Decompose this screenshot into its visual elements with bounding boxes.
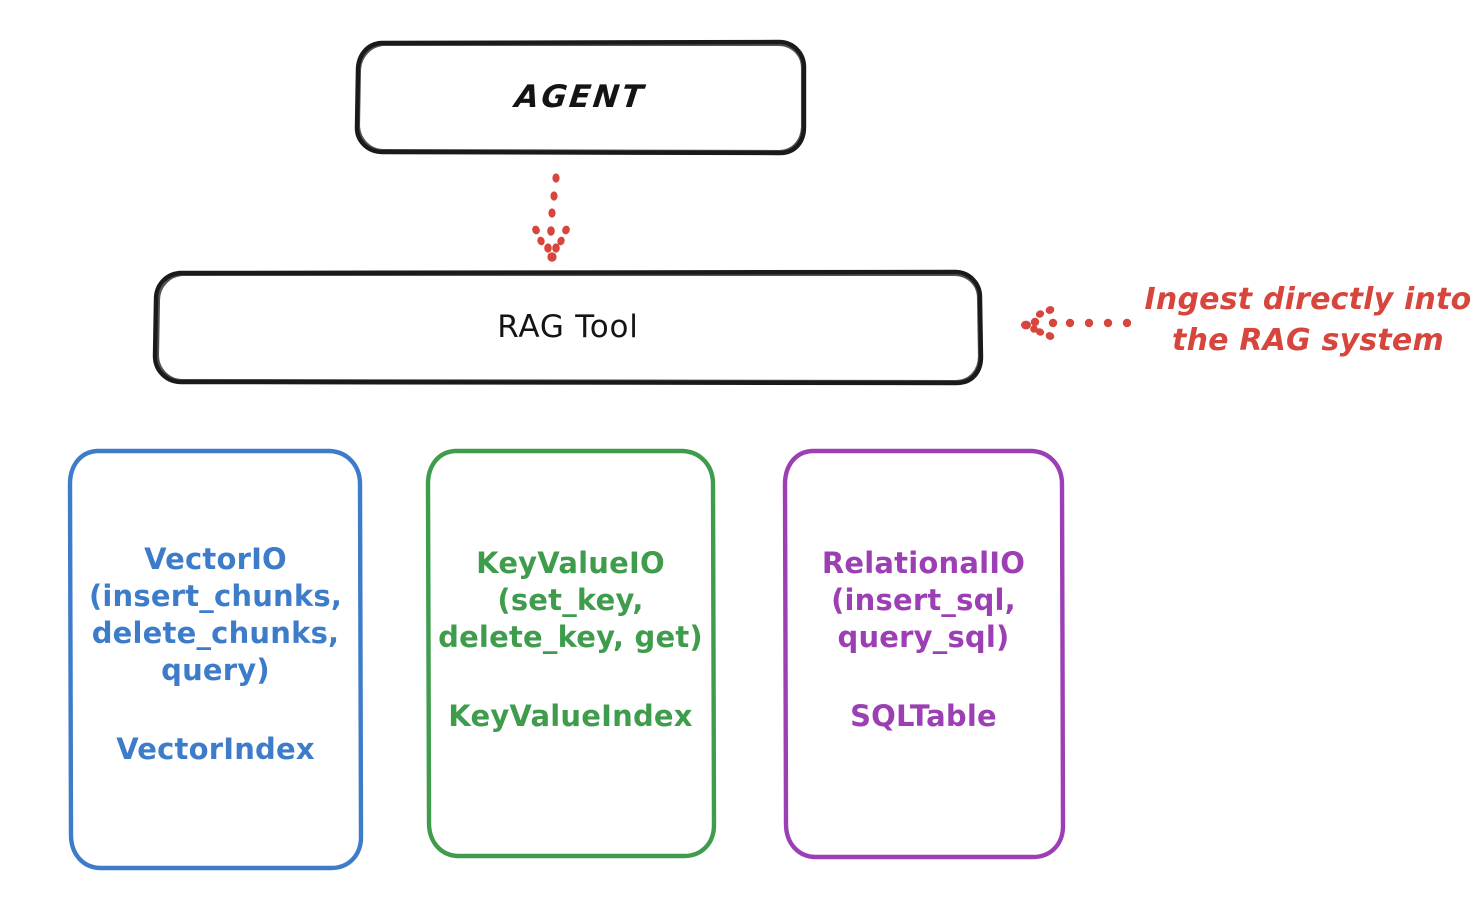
sql-table-label: SQLTable bbox=[850, 699, 997, 734]
agent-node[interactable]: AGENT bbox=[357, 41, 804, 153]
agent-label: AGENT bbox=[513, 78, 648, 115]
ingest-annotation-text: Ingest directly into the RAG system bbox=[1144, 282, 1472, 359]
relational-io-node[interactable]: RelationalIO (insert_sql, query_sql) SQL… bbox=[784, 449, 1063, 858]
rag-tool-box-outline bbox=[152, 269, 984, 386]
key-value-io-node[interactable]: KeyValueIO (set_key, delete_key, get) Ke… bbox=[427, 449, 714, 857]
keyvalueio-box-outline bbox=[425, 448, 717, 859]
agent-to-rag-tool-arrow bbox=[532, 173, 570, 262]
relational-io-api-label: RelationalIO (insert_sql, query_sql) bbox=[821, 546, 1026, 655]
agent-box-outline bbox=[354, 39, 807, 156]
key-value-index-label: KeyValueIndex bbox=[448, 699, 693, 734]
ingest-to-rag-tool-arrow bbox=[1021, 306, 1132, 340]
rag-tool-label: RAG Tool bbox=[497, 308, 639, 345]
vectorio-box-outline bbox=[67, 448, 364, 871]
key-value-io-api-label: KeyValueIO (set_key, delete_key, get) bbox=[438, 546, 703, 655]
rag-tool-node[interactable]: RAG Tool bbox=[155, 271, 981, 383]
vector-io-node[interactable]: VectorIO (insert_chunks, delete_chunks, … bbox=[69, 449, 362, 870]
relationalio-box-outline bbox=[782, 448, 1066, 860]
vector-io-api-label: VectorIO (insert_chunks, delete_chunks, … bbox=[88, 542, 343, 688]
vector-index-label: VectorIndex bbox=[116, 732, 315, 767]
